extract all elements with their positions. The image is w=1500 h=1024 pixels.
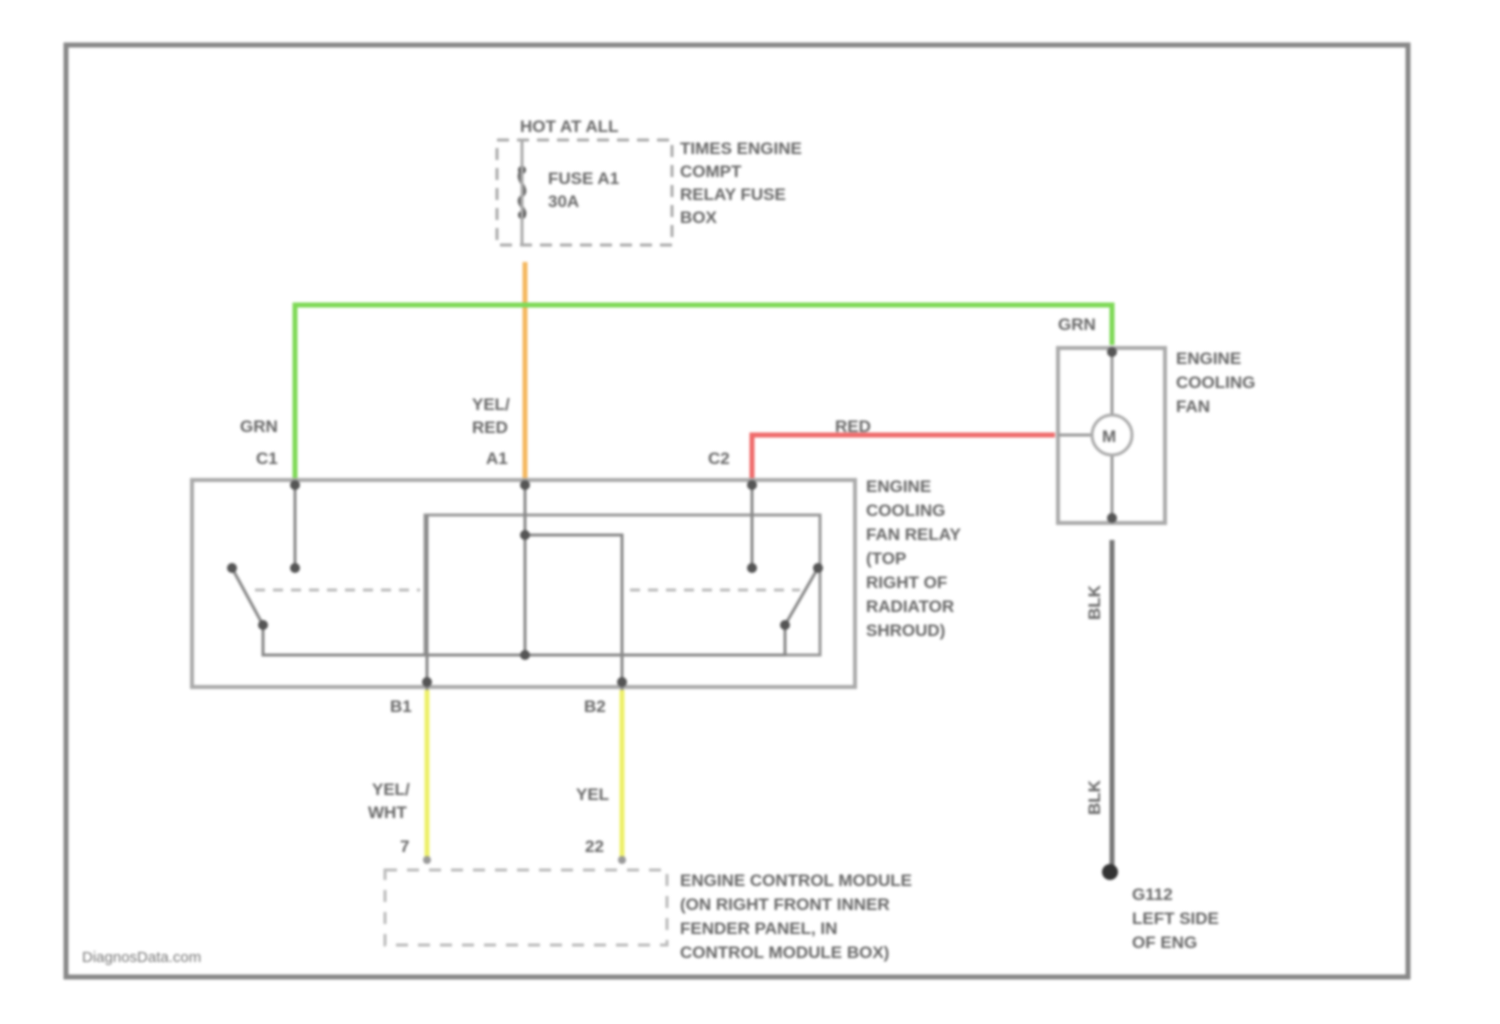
watermark: DiagnosData.com (82, 949, 201, 966)
ecm-label-2: (ON RIGHT FRONT INNER (680, 895, 890, 914)
fuse-rating: 30A (548, 192, 579, 211)
wire-label-red: RED (835, 417, 871, 436)
relay-label-2: COOLING (866, 501, 945, 520)
wire-label-blk-lower: BLK (1085, 779, 1104, 815)
relay-label-3: FAN RELAY (866, 525, 961, 544)
ground-label-3: OF ENG (1132, 933, 1197, 952)
wire-label-grn-left: GRN (240, 417, 278, 436)
relay-pin-c2: C2 (708, 449, 730, 468)
ground-label-1: G112 (1132, 885, 1173, 904)
ecm-pin-7-terminal (423, 856, 431, 864)
relay-label-4: (TOP (866, 549, 906, 568)
fan-motor-symbol: M (1102, 427, 1116, 446)
ecm-label-4: CONTROL MODULE BOX) (680, 943, 889, 962)
wire-label-blk-upper: BLK (1085, 584, 1104, 620)
wire-label-grn-right: GRN (1058, 315, 1096, 334)
fuse-hot-label: HOT AT ALL (520, 117, 619, 136)
ecm-label-1: ENGINE CONTROL MODULE (680, 871, 912, 890)
wire-label-yel-wht-2: WHT (368, 803, 407, 822)
ecm-label-3: FENDER PANEL, IN (680, 919, 837, 938)
fan-label-1: ENGINE (1176, 349, 1241, 368)
relay-pin-c1: C1 (256, 449, 278, 468)
ecm-outline (385, 870, 667, 945)
ground-label-2: LEFT SIDE (1132, 909, 1219, 928)
ecm-pin-22-terminal (618, 856, 626, 864)
wire-label-yel-red-1: YEL/ (472, 395, 510, 414)
fan-terminal-bottom (1107, 513, 1117, 523)
wire-red (752, 435, 1055, 480)
fan-terminal-top (1107, 347, 1117, 357)
relay-label-7: SHROUD) (866, 621, 945, 640)
relay-pin-a1: A1 (486, 449, 508, 468)
fuse-name: FUSE A1 (548, 169, 619, 188)
relay-label-6: RADIATOR (866, 597, 954, 616)
ecm-pin-22: 22 (585, 837, 604, 856)
ground-point-icon (1102, 864, 1118, 880)
relay-label-1: ENGINE (866, 477, 931, 496)
wire-label-yel-red-2: RED (472, 418, 508, 437)
fan-label-3: FAN (1176, 397, 1210, 416)
wire-label-yel-wht-1: YEL/ (372, 780, 410, 799)
relay-pin-b1: B1 (390, 697, 412, 716)
fuse-box-label-4: BOX (680, 208, 718, 227)
relay-pin-b2: B2 (584, 697, 606, 716)
fuse-box-label-1: TIMES ENGINE (680, 139, 802, 158)
fan-label-2: COOLING (1176, 373, 1255, 392)
relay-label-5: RIGHT OF (866, 573, 947, 592)
ecm-pin-7: 7 (400, 837, 409, 856)
wire-grn (295, 305, 1112, 480)
fuse-box-label-2: COMPT (680, 162, 742, 181)
wire-label-yel: YEL (576, 785, 609, 804)
fuse-box-label-3: RELAY FUSE (680, 185, 786, 204)
